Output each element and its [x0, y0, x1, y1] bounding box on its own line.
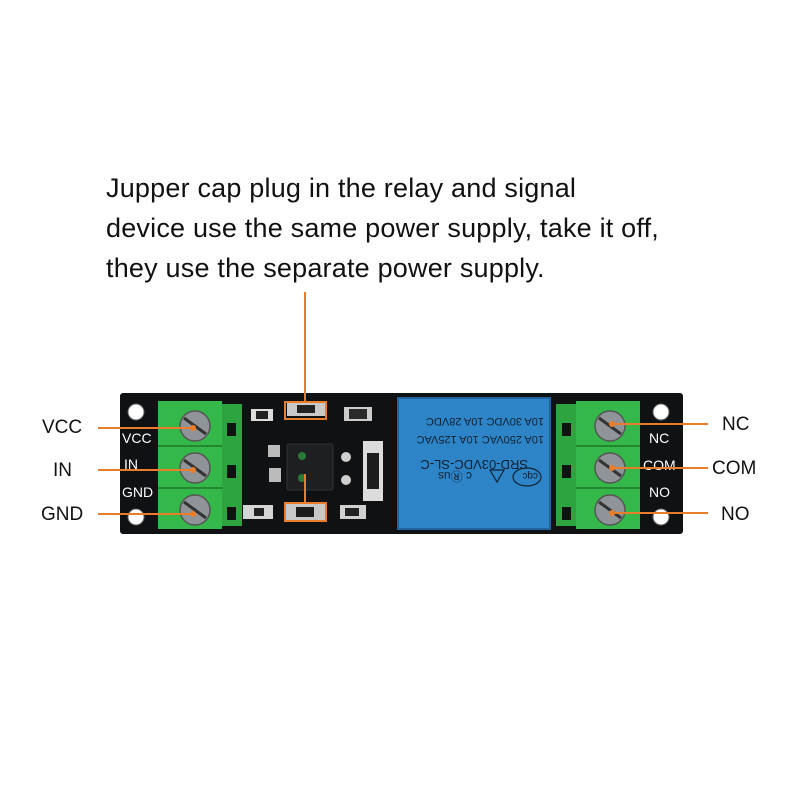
jumper-top-highlight	[284, 401, 327, 420]
left-screw-gnd	[179, 494, 211, 526]
jumper-caption: Jupper cap plug in the relay and signal …	[106, 168, 766, 288]
left-terminal-block	[158, 401, 242, 529]
silk-in: IN	[124, 456, 138, 472]
relay-model: SRD-03VDC-SL-C	[420, 457, 528, 472]
smd-components	[243, 402, 383, 520]
relay-rating-ac: 10A 250VAC 10A 125VAC	[417, 433, 544, 445]
callout-dots	[190, 421, 615, 517]
caption-line-3: they use the separate power supply.	[106, 253, 545, 283]
silk-nc: NC	[649, 430, 669, 446]
label-com: COM	[712, 458, 757, 479]
label-gnd: GND	[41, 504, 84, 525]
silk-gnd: GND	[122, 484, 153, 500]
ul-mark: c Ⓡus	[438, 469, 472, 483]
silk-vcc: VCC	[122, 430, 152, 446]
svg-text:cqc: cqc	[522, 470, 538, 481]
label-nc: NC	[722, 414, 750, 435]
caption-line-1: Jupper cap plug in the relay and signal	[106, 173, 577, 203]
label-in: IN	[53, 460, 72, 481]
relay: SRD-03VDC-SL-C 10A 250VAC 10A 125VAC 10A…	[397, 397, 551, 530]
label-vcc: VCC	[42, 417, 83, 438]
callouts	[98, 292, 708, 522]
silk-no: NO	[649, 484, 670, 500]
label-no: NO	[721, 504, 750, 525]
cqc-mark: cqc	[512, 467, 542, 487]
silk-com: COM	[643, 457, 676, 473]
relay-rating-dc: 10A 30VDC 10A 28VDC	[426, 415, 544, 427]
caption-line-2: device use the same power supply, take i…	[106, 213, 659, 243]
right-screw-no	[594, 494, 626, 526]
triangle-mark	[488, 469, 506, 484]
right-terminal-block	[556, 401, 640, 529]
